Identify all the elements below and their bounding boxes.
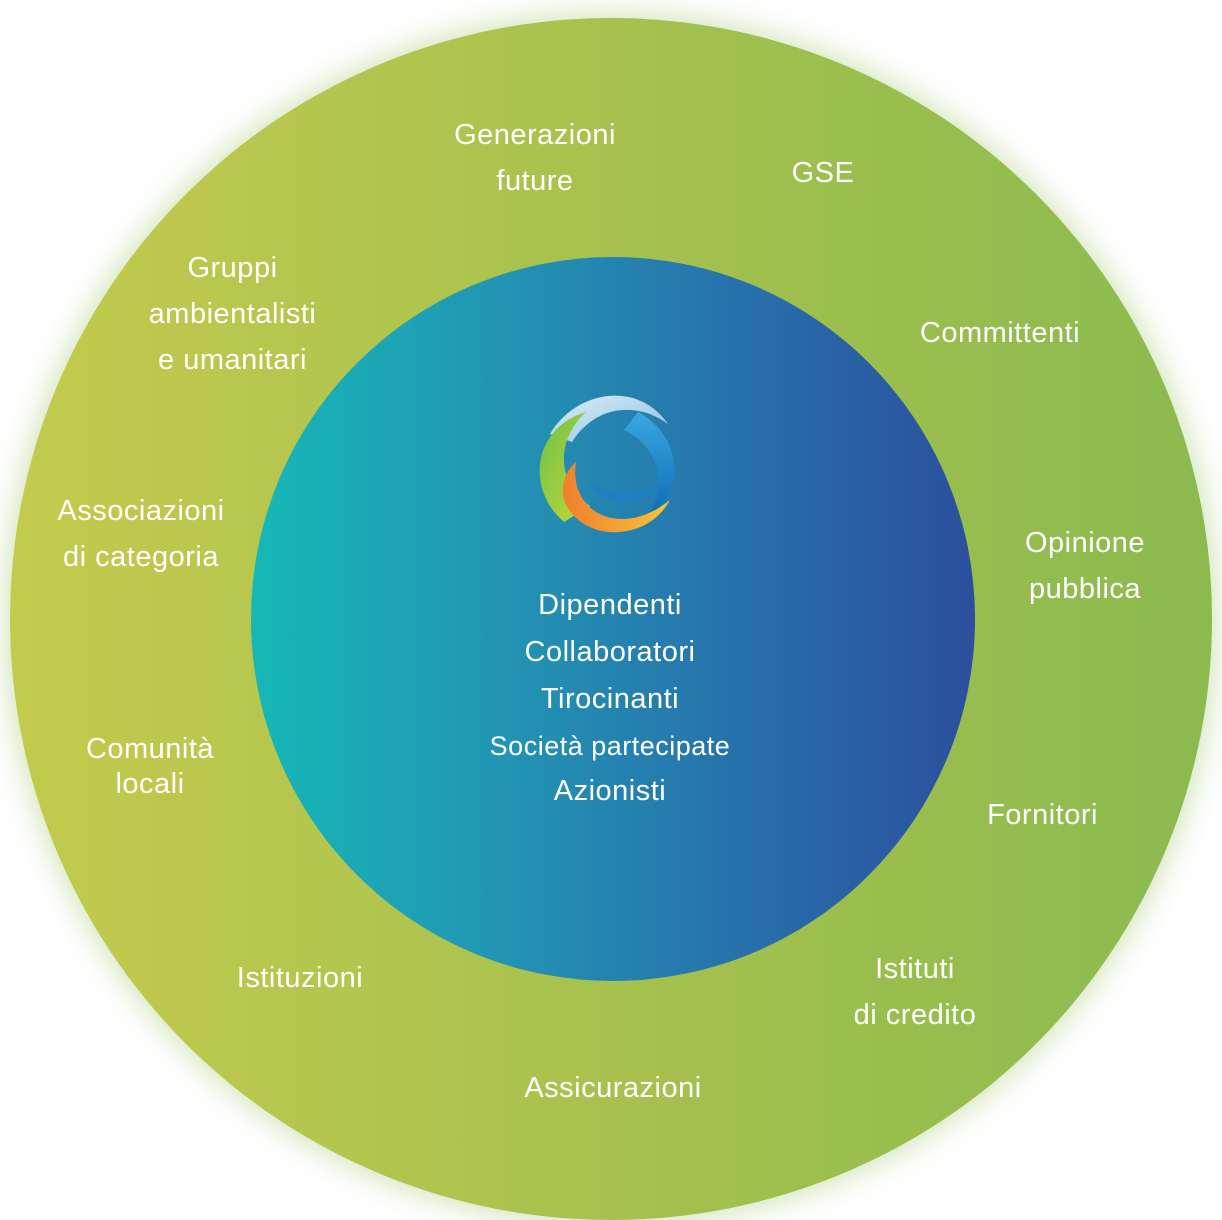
label-committenti: Committenti — [919, 317, 1081, 349]
list-item: Azionisti — [553, 775, 667, 807]
inner-stakeholder-circle — [251, 257, 975, 981]
label-assicurazioni: Assicurazioni — [524, 1072, 702, 1104]
label-istituzioni: Istituzioni — [236, 962, 364, 994]
label-generazioni-future: Generazioni future — [454, 119, 616, 197]
label-gruppi-ambientalisti: Gruppi ambientalisti e umanitari — [148, 252, 317, 376]
list-item: Collaboratori — [524, 636, 696, 668]
label-fornitori: Fornitori — [987, 799, 1098, 831]
label-gse: GSE — [791, 157, 855, 189]
list-item: Società partecipate — [489, 731, 731, 761]
label-comunita-locali: Comunità locali — [85, 733, 215, 800]
list-item: Tirocinanti — [540, 683, 680, 715]
label-opinione-pubblica: Opinione pubblica — [1024, 527, 1146, 605]
list-item: Dipendenti — [538, 589, 682, 621]
logo-swirl-icon — [539, 395, 675, 533]
label-associazioni-di-categoria: Associazioni di categoria — [57, 495, 225, 573]
internal-stakeholder-list: Dipendenti Collaboratori Tirocinanti Soc… — [430, 582, 790, 812]
label-istituti-di-credito: Istituti di credito — [853, 953, 977, 1031]
